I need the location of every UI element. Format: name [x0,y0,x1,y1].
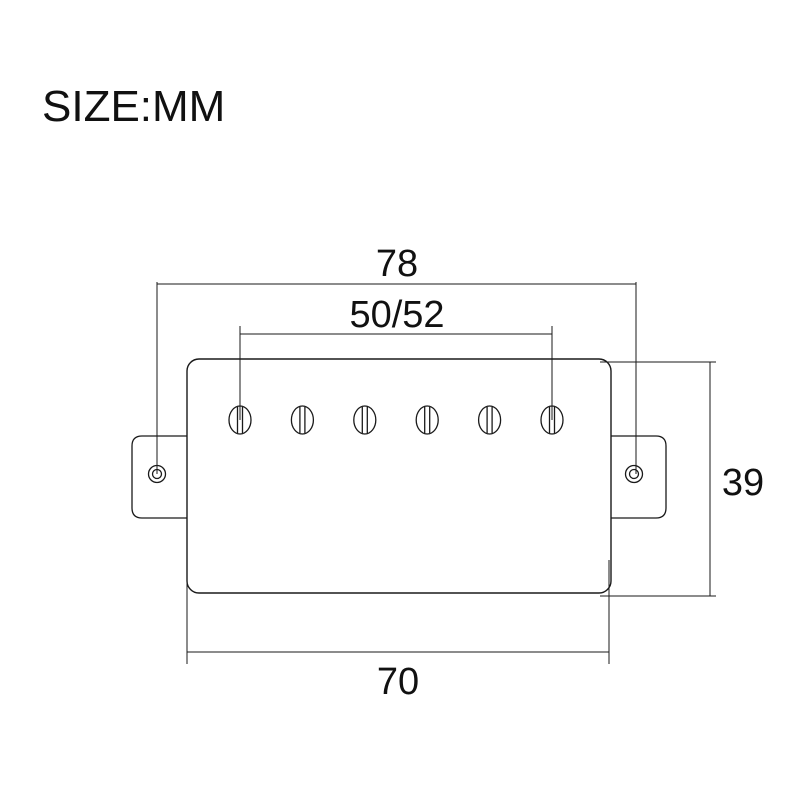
pickup-body [186,358,612,594]
pole-piece [290,405,315,435]
size-unit-title: SIZE:MM [42,82,226,131]
pole-piece [353,405,377,435]
pole-piece [477,405,502,435]
dim-39-label: 39 [722,462,764,504]
pole-pieces [228,405,564,435]
dim-78-label: 78 [376,243,418,285]
right-mounting-tab [610,435,667,519]
right-mounting-hole [624,464,644,484]
pole-piece [415,405,439,435]
dim-70-label: 70 [377,661,419,703]
dim-pole-spacing-label: 50/52 [349,294,444,336]
left-mounting-tab [131,435,188,519]
